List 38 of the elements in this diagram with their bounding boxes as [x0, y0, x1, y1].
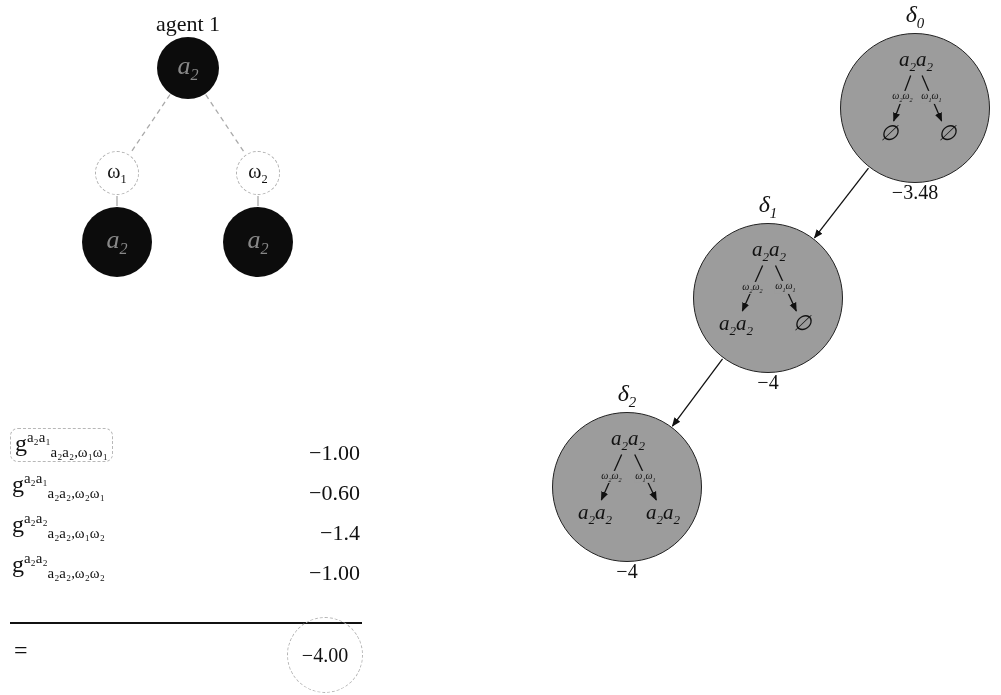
node-text: a$_{2}$: [247, 225, 269, 259]
node-heading: δ$_{0}$: [905, 2, 925, 31]
state-text: a$_{2}$a$_{2}$: [899, 48, 933, 75]
edge-label: ω$_{2}$ω$_{2}$: [891, 91, 914, 104]
node-text: ω$_{1}$: [107, 159, 127, 187]
term-text: =: [14, 636, 28, 665]
value-text: −1.00: [309, 560, 360, 587]
value-text: −4: [616, 561, 638, 581]
state-text: ∅: [938, 122, 956, 146]
arrow: [921, 74, 943, 122]
arrow: [634, 453, 657, 501]
state-text: ∅: [793, 312, 811, 336]
node-heading: δ$_{2}$: [617, 381, 637, 410]
value-text: −4: [757, 372, 779, 392]
value-text: −3.48: [891, 182, 939, 202]
state-text: a$_{2}$a$_{2}$: [611, 427, 645, 454]
edge-label: ω$_{1}$ω$_{1}$: [920, 91, 943, 104]
edge-label: ω$_{2}$ω$_{2}$: [741, 282, 764, 295]
state-text: a$_{2}$a$_{2}$: [578, 501, 612, 528]
arrow: [671, 358, 724, 427]
edge-label: ω$_{1}$ω$_{1}$: [774, 281, 797, 294]
node-heading: δ$_{1}$: [758, 192, 778, 221]
node-text: a$_{2}$: [177, 51, 199, 85]
state-text: a$_{2}$a$_{2}$: [752, 238, 786, 265]
node-heading: agent 1: [155, 13, 221, 35]
state-text: a$_{2}$a$_{2}$: [646, 501, 680, 528]
node-text: −4.00: [301, 643, 349, 667]
node-text: ω$_{2}$: [248, 159, 268, 187]
value-text: −1.00: [309, 440, 360, 467]
state-text: a$_{2}$a$_{2}$: [719, 312, 753, 339]
edge-label: ω$_{2}$ω$_{2}$: [600, 471, 623, 484]
arrow: [774, 264, 797, 312]
value-text: −0.60: [309, 480, 360, 507]
node-text: a$_{2}$: [106, 225, 128, 259]
edge-label: ω$_{1}$ω$_{1}$: [634, 471, 657, 484]
state-text: ∅: [880, 122, 898, 146]
arrow: [813, 167, 870, 239]
value-text: −1.4: [320, 520, 360, 547]
